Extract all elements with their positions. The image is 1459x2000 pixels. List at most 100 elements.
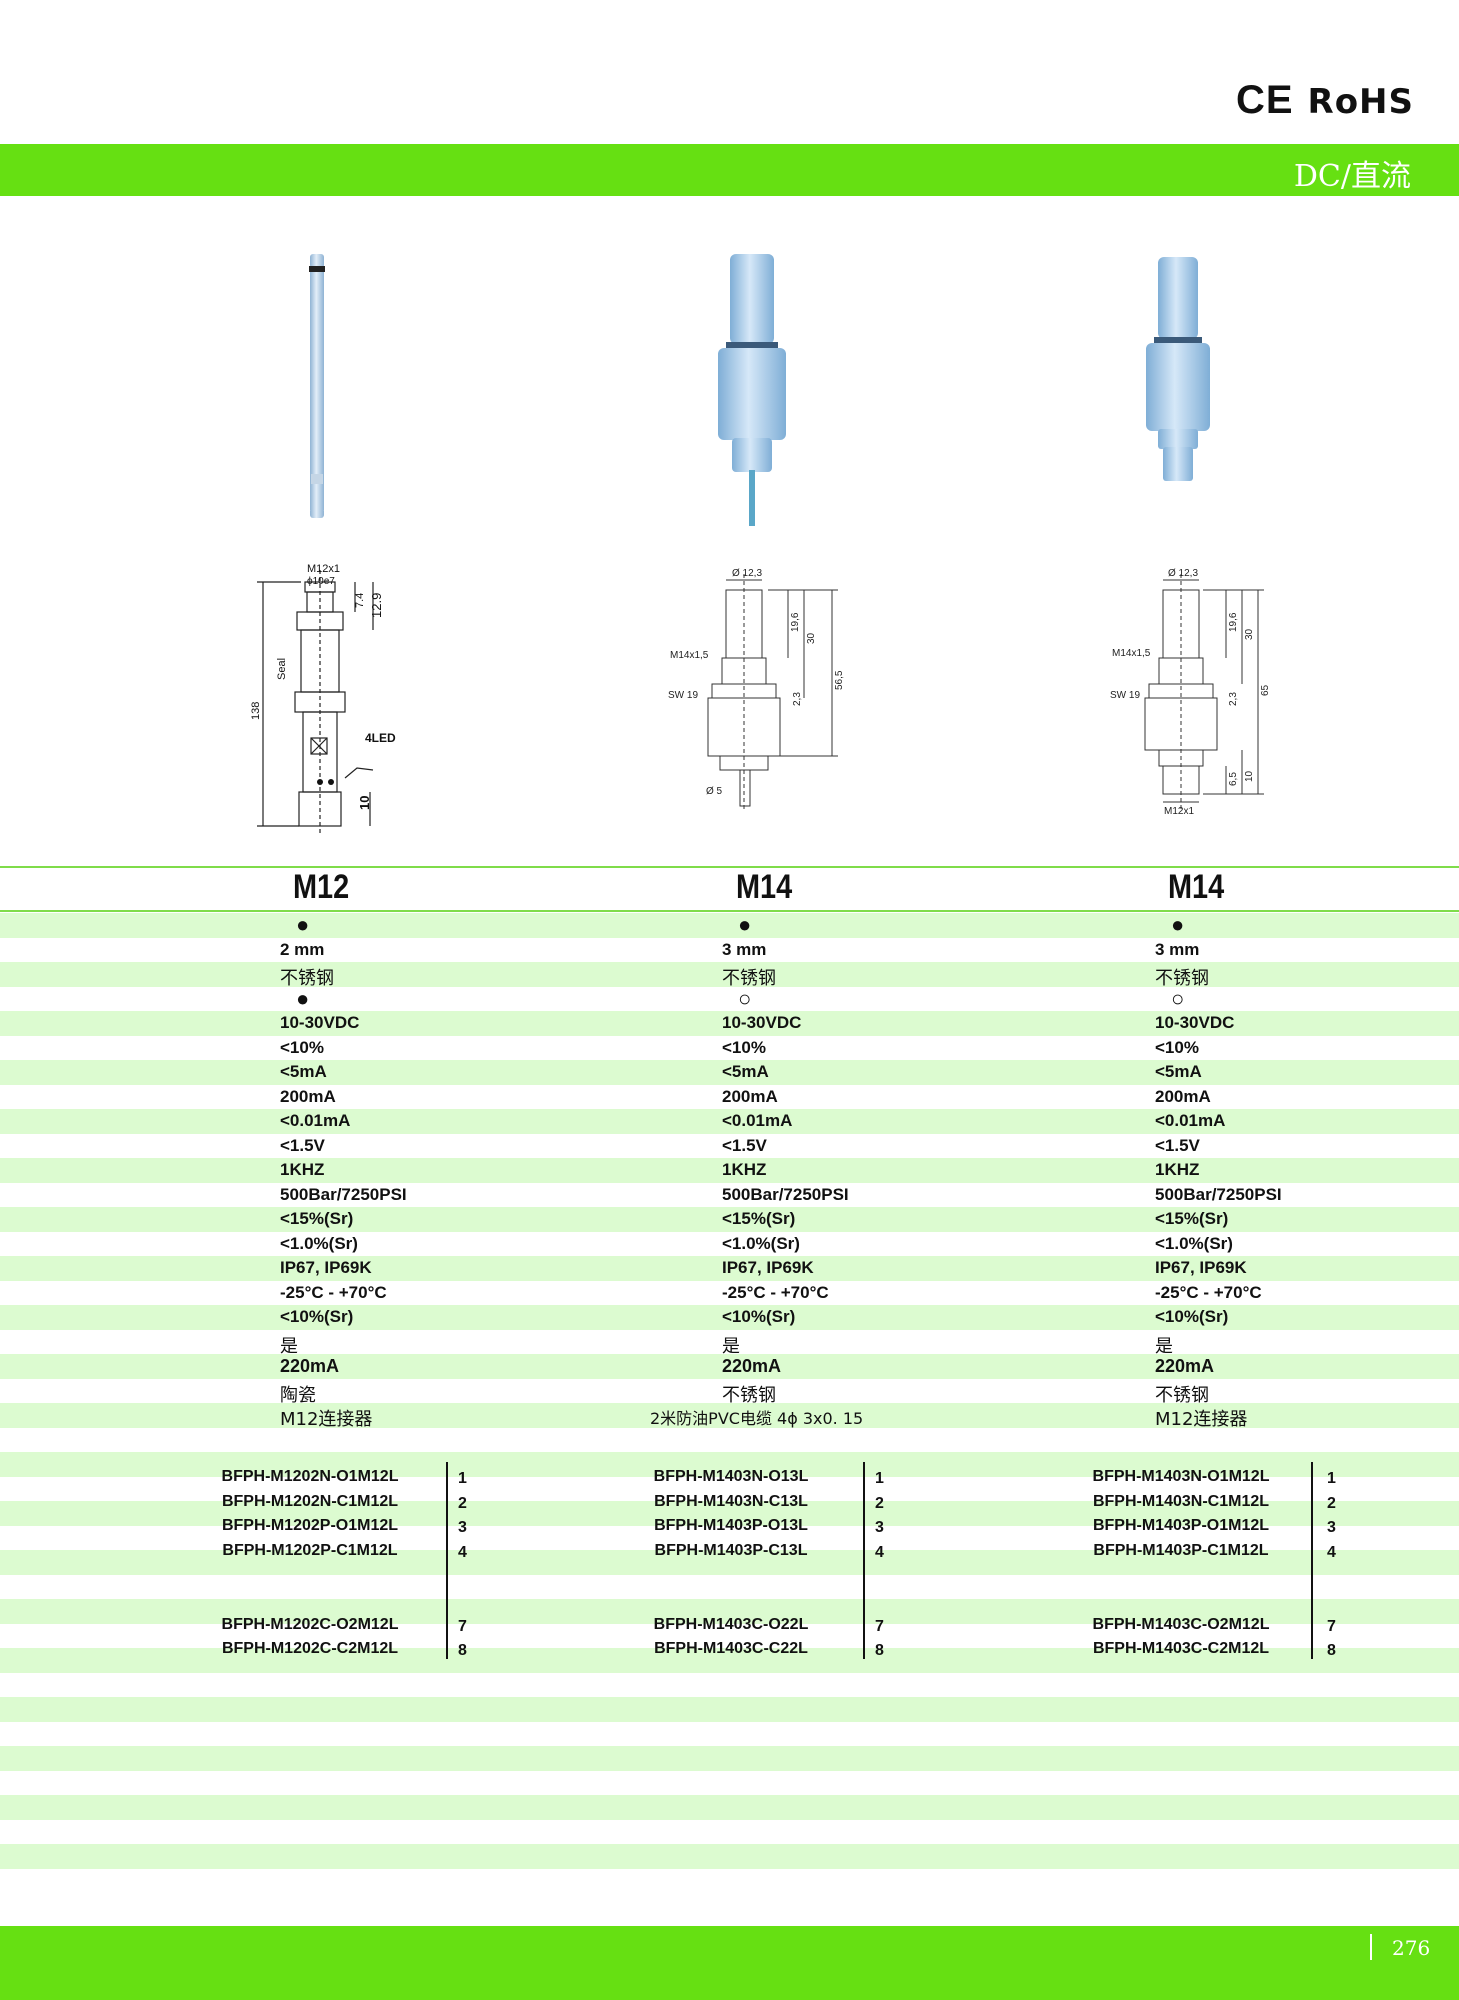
spec-cell: <5mA [722,1062,769,1081]
spec-cell: <0.01mA [722,1111,793,1130]
m14b-d2-label: 30 [1244,628,1255,640]
spec-cell: <1.0%(Sr) [722,1233,800,1253]
table-stripe [0,913,1459,938]
spec-cell: 是 [1155,1335,1173,1357]
spec-cell: 10-30VDC [1155,1013,1235,1032]
spec-cell: <0.01mA [280,1111,351,1130]
model-number: BFPH-M1403P-O1M12L [1092,1517,1270,1534]
spec-cell: 10-30VDC [722,1013,802,1032]
m12-thread-label: M12x1 [307,563,340,575]
table-stripe [0,1428,1459,1453]
spec-cell: 不锈钢 [722,968,776,989]
m14b-d4-label: 2,3 [1228,692,1239,706]
model-divider-3 [1311,1462,1313,1659]
wiring-index: 7 [1327,1618,1336,1635]
spec-cell: IP67, IP69K [280,1258,372,1277]
footer-separator [1370,1934,1372,1960]
model-number: BFPH-M1202P-O1M12L [221,1517,399,1534]
spec-cell: 陶瓷 [280,1384,316,1406]
footer-banner: 276 [0,1926,1459,2000]
table-stripe [0,987,1459,1012]
table-stripe [0,1207,1459,1232]
table-stripe [0,962,1459,987]
model-number: BFPH-M1403C-O2M12L [1092,1616,1270,1633]
table-stripe [0,1771,1459,1796]
spec-cell: -25°C - +70°C [280,1282,387,1302]
spec-cell: 10-30VDC [280,1013,360,1032]
wiring-index: 1 [875,1470,884,1487]
spec-cell: ● [738,912,752,937]
spec-cell: <1.0%(Sr) [280,1233,358,1253]
model-number: BFPH-M1202C-O2M12L [221,1616,399,1633]
model-number: BFPH-M1403N-O1M12L [1092,1468,1270,1485]
model-number: BFPH-M1403N-C13L [654,1493,808,1510]
table-stripe [0,1011,1459,1036]
spec-cell: <5mA [280,1062,327,1081]
wiring-index: 1 [458,1470,467,1487]
m14b-d5-label: 6,5 [1228,772,1239,786]
spec-cell: <10% [280,1037,324,1057]
m14a-dia-label: Ø 12,3 [732,568,762,579]
model-divider-1 [446,1462,448,1659]
table-stripe [0,1599,1459,1624]
wiring-index: 4 [458,1544,467,1561]
wiring-index: 1 [1327,1470,1336,1487]
spec-cell: -25°C - +70°C [722,1282,829,1302]
spec-cell: <15%(Sr) [722,1209,796,1228]
spec-cell: <10% [722,1037,766,1057]
spec-cell: 1KHZ [722,1160,767,1179]
spec-cell: 3 mm [722,939,767,959]
spec-cell: 是 [280,1335,298,1357]
table-top-rule [0,866,1459,868]
model-number: BFPH-M1202C-C2M12L [221,1640,399,1657]
m12-d2-label: 12.9 [369,593,384,618]
photo-m12-sensor [300,252,336,522]
spec-cell: <10%(Sr) [1155,1307,1229,1326]
spec-cell: 2米防油PVC电缆 4ϕ 3x0. 15 [650,1409,864,1428]
spec-cell: IP67, IP69K [1155,1258,1247,1277]
m12-bottom-label: 10 [357,796,372,810]
spec-cell: ○ [1171,985,1185,1011]
m14a-d3-label: 56,5 [834,670,845,690]
m14b-sw-label: SW 19 [1110,690,1140,701]
table-stripe [0,1501,1459,1526]
m14a-cable-label: Ø 5 [706,786,723,797]
drawing-m14-cable: Ø 12,3 M14x1,5 SW 19 19,6 30 56,5 2,3 Ø … [660,560,860,810]
wiring-index: 4 [875,1544,884,1561]
ce-mark: CE [1235,78,1294,122]
m12-dia-label: ϕ10e7 [307,576,335,587]
wiring-index: 2 [875,1495,884,1512]
m14b-conn-label: M12x1 [1164,806,1194,817]
wiring-index: 2 [1327,1495,1336,1512]
spec-cell: ● [1171,912,1185,937]
table-stripe [0,1403,1459,1428]
table-stripe [0,1746,1459,1771]
rohs-mark: RoHS [1307,82,1414,122]
spec-cell: M12连接器 [280,1409,373,1430]
spec-cell: <0.01mA [1155,1111,1226,1130]
spec-cell: 200mA [280,1086,336,1106]
m12-d1-label: 7.4 [354,593,366,608]
m14a-d4-label: 2,3 [792,692,803,706]
model-number: BFPH-M1202N-C1M12L [221,1493,399,1510]
certification-marks: CE RoHS [1236,78,1414,123]
section-title: DC/直流 [1293,159,1411,194]
table-stripe [0,1158,1459,1183]
spec-cell: 220mA [280,1356,340,1376]
m12-length-label: 138 [250,702,262,720]
wiring-index: 8 [1327,1642,1336,1659]
wiring-index: 4 [1327,1544,1336,1561]
photo-m14-connector-sensor [1130,255,1230,495]
spec-cell: <15%(Sr) [280,1209,354,1228]
spec-cell: -25°C - +70°C [1155,1282,1262,1302]
spec-cell: 220mA [1155,1356,1215,1376]
table-stripe [0,1452,1459,1477]
table-header-rule [0,910,1459,912]
drawing-m12: M12x1 ϕ10e7 7.4 12.9 Seal 138 4LED 10 [245,560,415,840]
m14b-dia-label: Ø 12,3 [1168,568,1198,579]
table-stripe [0,1648,1459,1673]
model-number: BFPH-M1202P-C1M12L [222,1542,398,1559]
spec-cell: 3 mm [1155,939,1200,959]
model-number: BFPH-M1403N-C1M12L [1092,1493,1270,1510]
table-stripe [0,1109,1459,1134]
